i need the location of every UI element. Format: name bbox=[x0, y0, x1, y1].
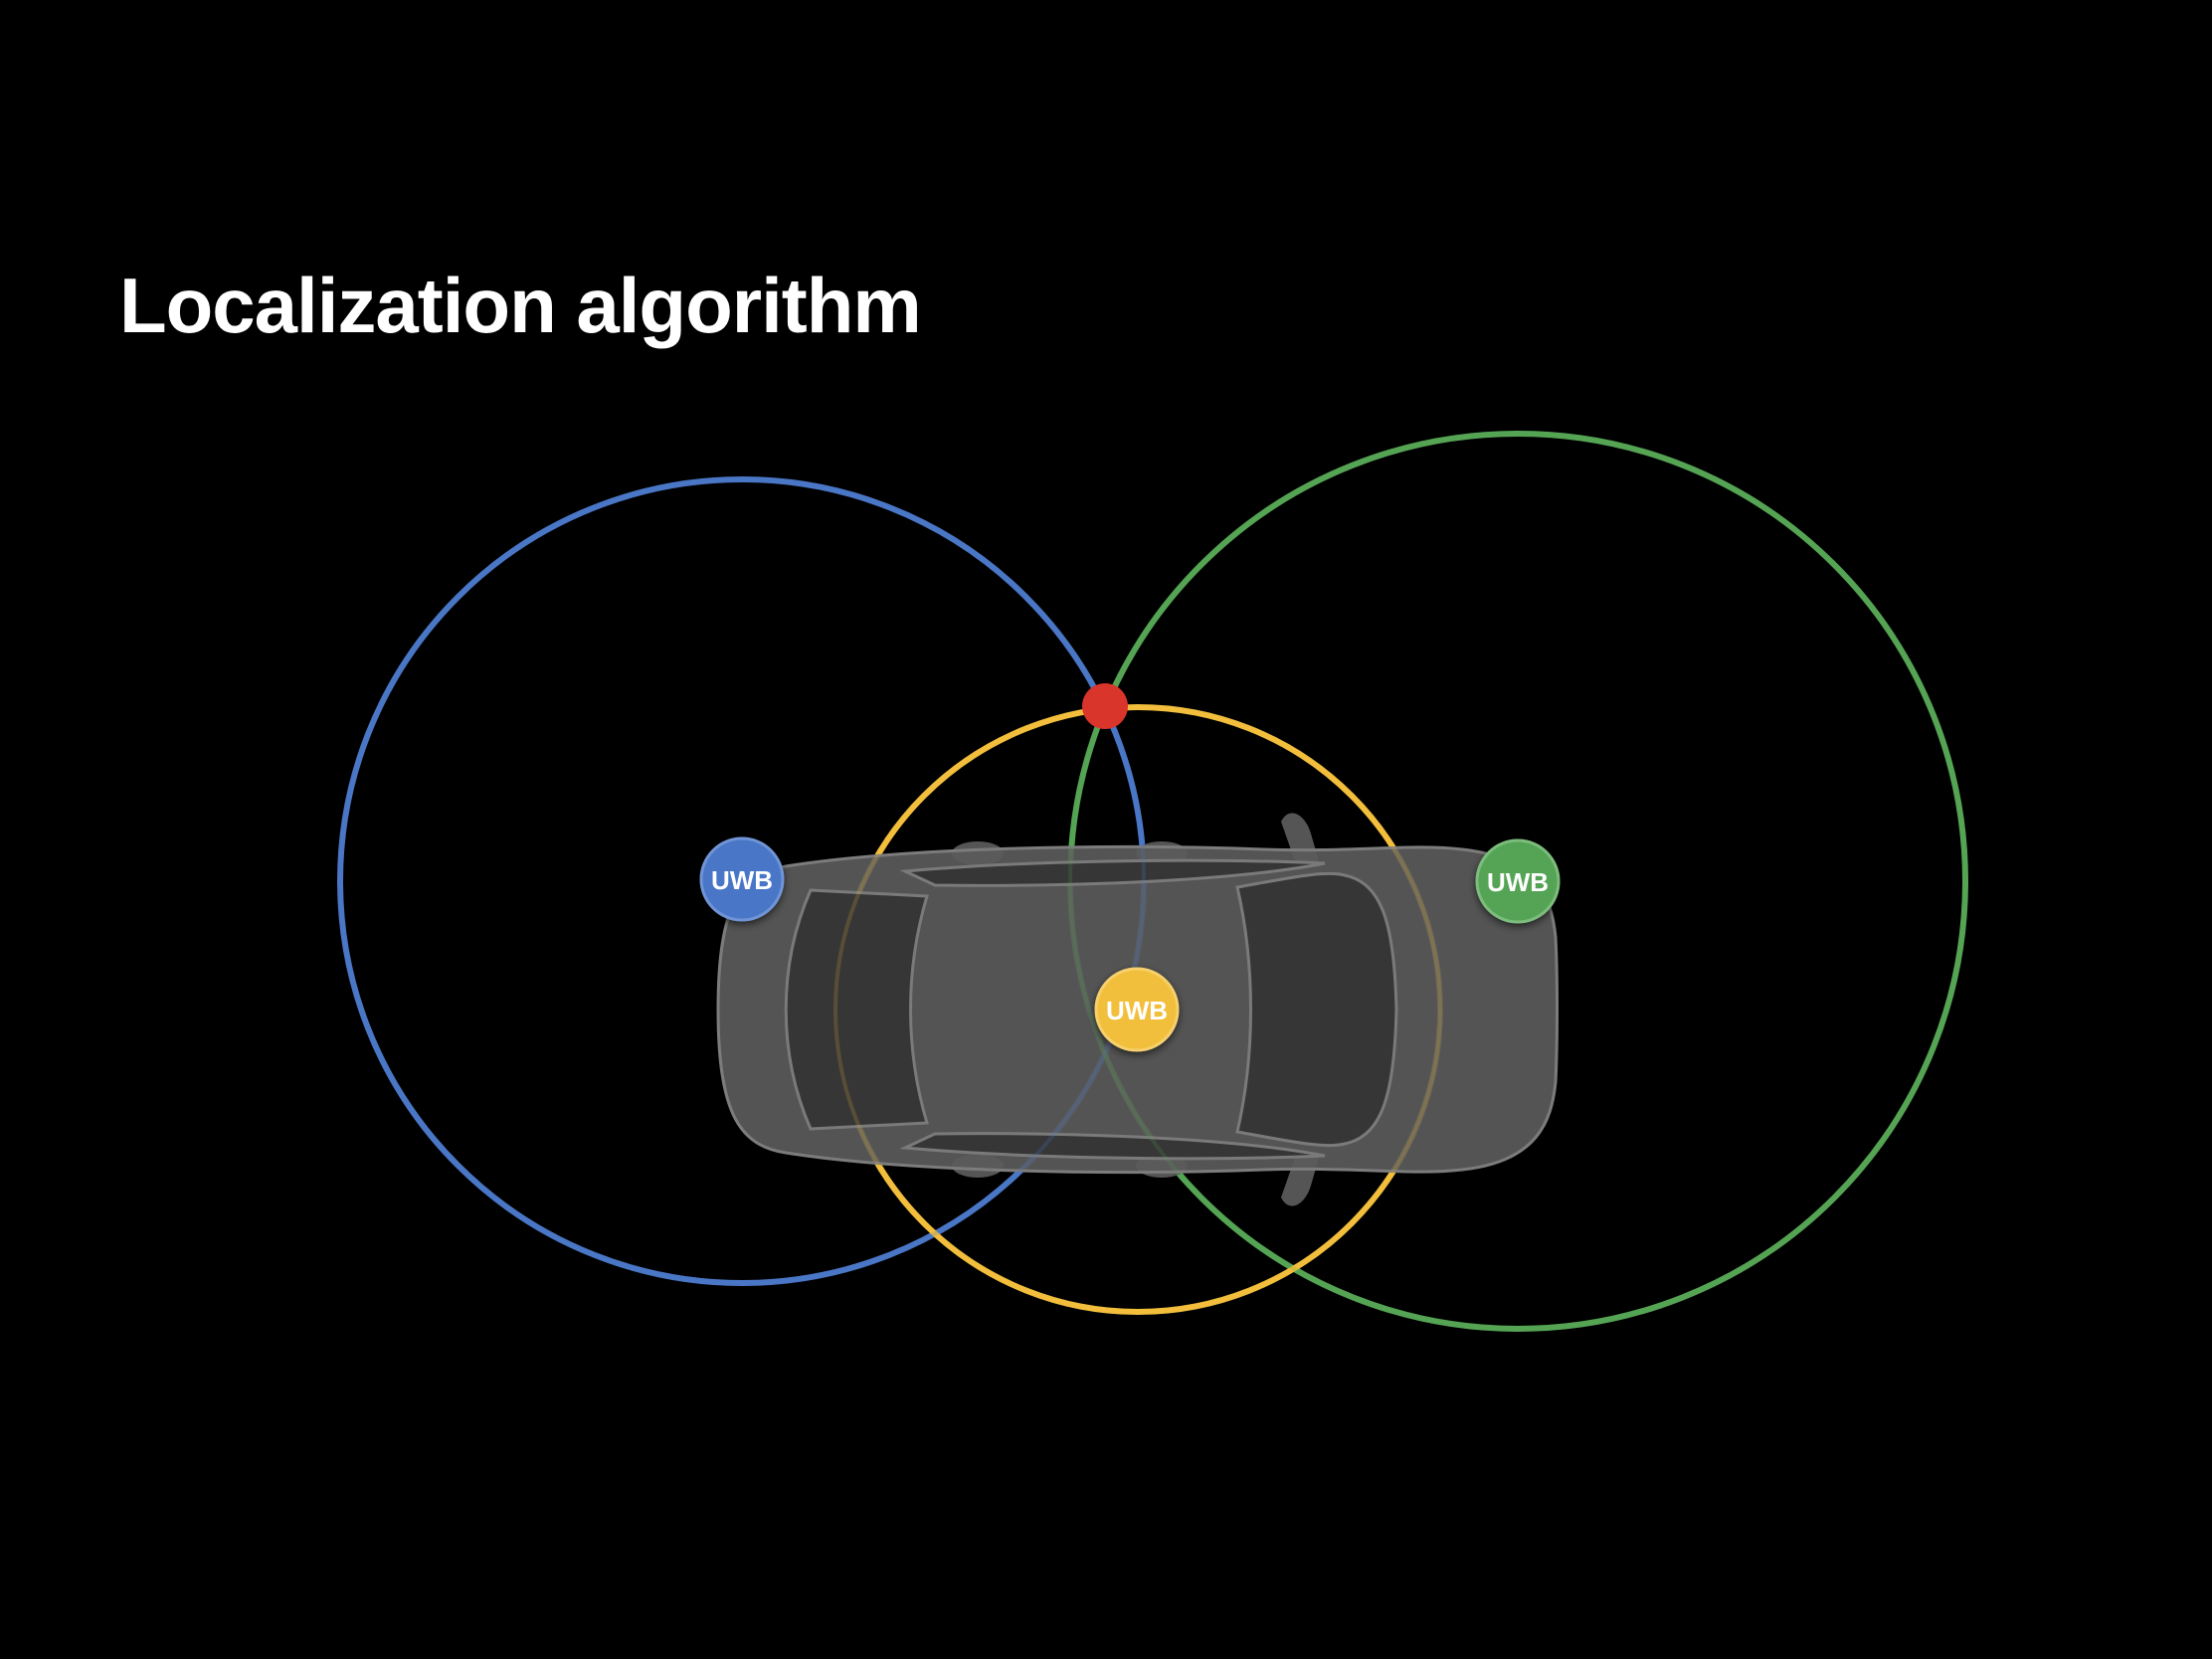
car-side-window-bottom bbox=[899, 1132, 1326, 1161]
car-rear-window bbox=[784, 888, 929, 1131]
uwb-anchor-green: UWB bbox=[1475, 838, 1561, 924]
car-windshield bbox=[1235, 871, 1398, 1148]
range-circle-green-overlay bbox=[1068, 432, 1967, 1331]
uwb-anchor-label: UWB bbox=[1487, 867, 1549, 897]
uwb-anchor-label: UWB bbox=[711, 865, 773, 895]
uwb-anchor-yellow: UWB bbox=[1094, 967, 1180, 1052]
range-circle-blue-overlay bbox=[338, 477, 1146, 1285]
estimated-position-dot bbox=[1082, 683, 1128, 729]
car-side-window-top bbox=[899, 858, 1326, 887]
uwb-anchor-label: UWB bbox=[1106, 996, 1168, 1025]
slide-title: Localization algorithm bbox=[119, 262, 922, 349]
range-circle-yellow-overlay bbox=[833, 705, 1442, 1314]
uwb-anchor-blue: UWB bbox=[699, 836, 785, 922]
